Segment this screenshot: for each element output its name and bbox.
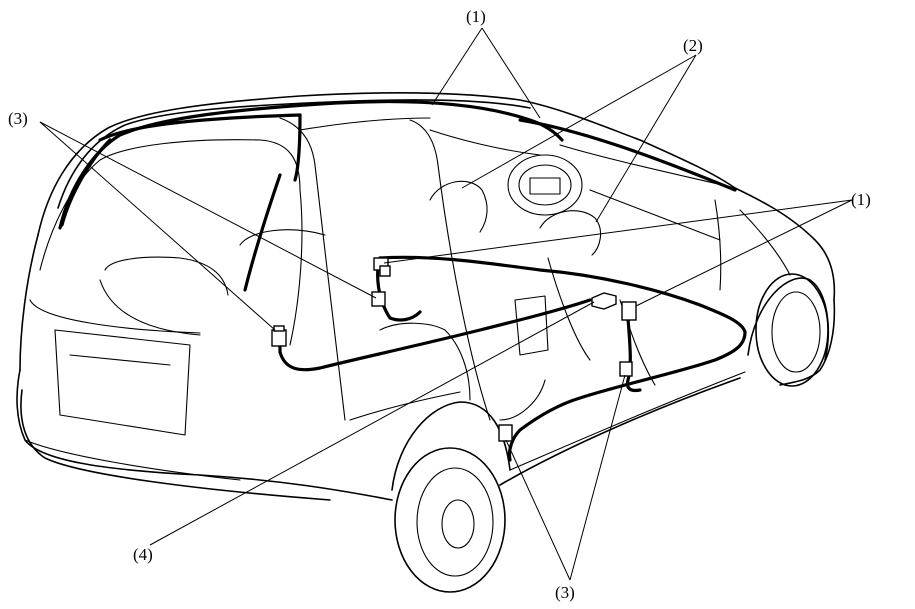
connector-parts xyxy=(271,257,637,442)
leader-lines xyxy=(39,27,853,581)
side-connector-lower xyxy=(619,361,633,377)
pillar-connector xyxy=(371,291,386,307)
callout-label-2: (2) xyxy=(683,36,703,55)
callout-label-3-bottom: (3) xyxy=(555,583,575,602)
callout-label-1-top: (1) xyxy=(466,7,486,26)
rear-side-connector xyxy=(271,329,287,347)
callout-label-1-right: (1) xyxy=(851,190,871,209)
callout-label-3-left: (3) xyxy=(8,109,28,128)
side-connector-front xyxy=(621,301,637,321)
wire-harness xyxy=(58,99,747,462)
callout-label-4: (4) xyxy=(133,545,153,564)
rocker-connector xyxy=(498,424,513,442)
control-module xyxy=(591,292,617,310)
